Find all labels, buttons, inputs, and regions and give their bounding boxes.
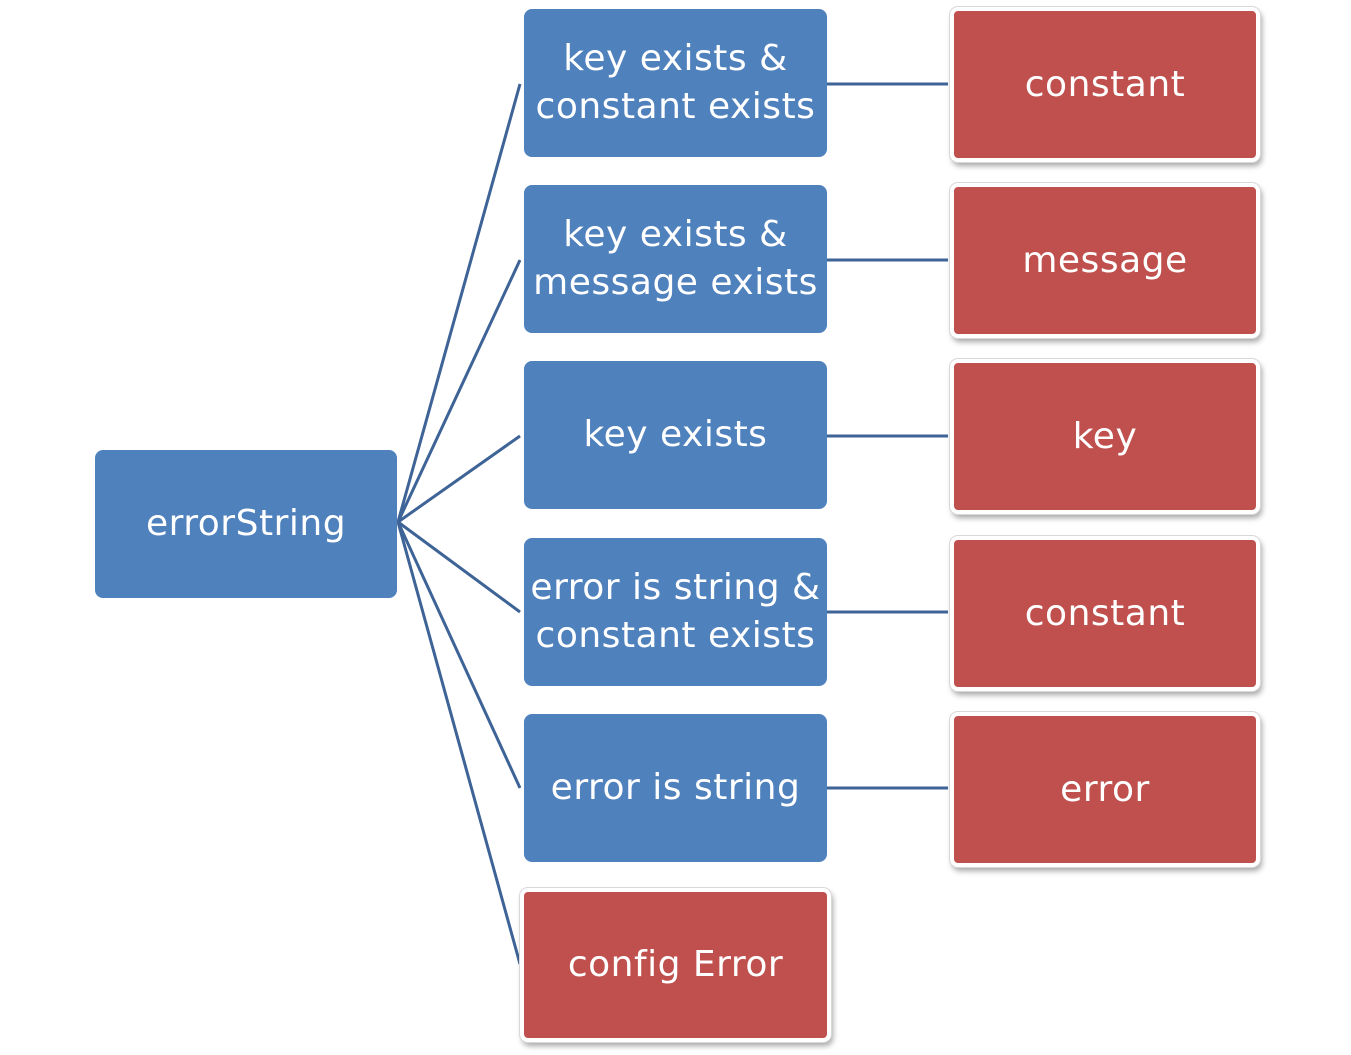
connector-root-3 [397,434,521,524]
condition-label-4: error is string & constant exists [530,567,821,656]
condition-node-5: error is string [524,714,827,862]
connector-root-5 [396,521,522,789]
connector-root-2 [396,259,522,523]
root-node-errorstring: errorString [95,450,397,598]
condition-label-1: key exists & constant exists [535,38,816,127]
connector-root-6 [396,521,522,965]
result-node-3: key [950,359,1260,514]
result-label-3: key [1072,415,1138,457]
condition-node-4: error is string & constant exists [524,538,827,686]
result-node-2: message [950,183,1260,338]
result-node-1: constant [950,7,1260,162]
condition-label-2: key exists & message exists [533,214,818,303]
result-label-1: constant [1024,63,1186,105]
result-label-2: message [1022,239,1188,281]
condition-label-3: key exists [583,414,768,455]
result-node-5: error [950,712,1260,867]
condition-label-5: error is string [550,767,801,808]
result-label-4: constant [1024,592,1186,634]
fallback-label: config Error [567,944,784,985]
condition-node-3: key exists [524,361,827,509]
result-node-4: constant [950,536,1260,691]
connector-root-1 [396,83,522,523]
condition-node-2: key exists & message exists [524,185,827,333]
result-label-5: error [1060,768,1150,810]
root-node-label: errorString [145,503,347,544]
connector-root-4 [397,520,521,614]
fallback-node-config-error: config Error [520,888,831,1042]
condition-node-1: key exists & constant exists [524,9,827,157]
